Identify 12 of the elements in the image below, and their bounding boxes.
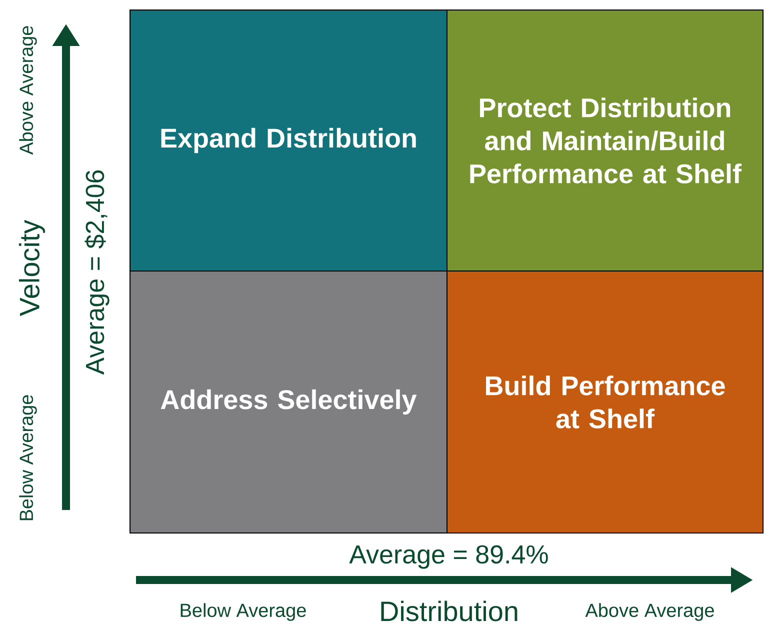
axis-label: Velocity	[18, 220, 46, 316]
quadrant-box: Protect Distribution and Maintain/Build Performance at Shelf	[446, 10, 764, 272]
quadrant-box: Address Selectively	[130, 270, 448, 534]
axis-label: Above Average	[585, 603, 714, 621]
quadrant-box: Expand Distribution	[130, 10, 448, 272]
axis-label: Average = 89.4%	[349, 545, 548, 569]
axis-label: Above Average	[19, 26, 37, 155]
axis-label: Below Average	[19, 395, 37, 520]
axis-label: Distribution	[381, 600, 518, 622]
axis-label: Average = $2,406	[84, 170, 110, 375]
axis-label: Below Average	[180, 603, 306, 621]
quadrant-box: Build Performance at Shelf	[446, 270, 764, 534]
